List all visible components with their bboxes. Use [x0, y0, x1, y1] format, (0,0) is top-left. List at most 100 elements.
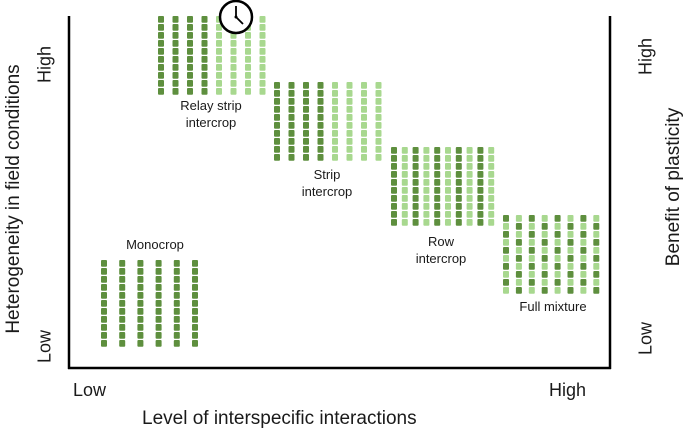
plant	[528, 223, 535, 230]
plant	[554, 215, 561, 222]
plant	[528, 279, 535, 286]
x-axis-low-label: Low	[73, 380, 107, 400]
plant	[515, 287, 522, 294]
plant	[245, 80, 251, 87]
plant	[230, 48, 237, 55]
plant	[541, 263, 548, 270]
plant	[155, 268, 162, 275]
plant	[391, 147, 397, 154]
plant	[503, 223, 509, 230]
plant	[101, 340, 107, 347]
y-left-low-label: Low	[34, 329, 55, 364]
plant	[317, 98, 324, 105]
plant	[375, 82, 382, 89]
plant	[187, 40, 193, 47]
y-right-axis-title: Benefit of plasticity	[663, 107, 684, 267]
plant	[303, 106, 309, 113]
plant	[173, 284, 180, 291]
plant	[172, 24, 179, 31]
plant	[155, 284, 162, 291]
plant	[455, 179, 462, 186]
plant	[554, 287, 561, 294]
crop-block-strip-intercrop	[274, 82, 382, 161]
plant	[445, 171, 451, 178]
plant	[541, 239, 548, 246]
plant	[158, 72, 164, 79]
plant	[466, 211, 473, 218]
plant	[303, 138, 309, 145]
plant	[173, 260, 180, 267]
plant	[515, 271, 522, 278]
plant	[391, 171, 397, 178]
plant	[361, 146, 367, 153]
plant	[375, 138, 382, 145]
plant	[361, 98, 367, 105]
plant	[288, 82, 295, 89]
crop-block-full-mixture	[503, 215, 600, 294]
plant	[201, 40, 208, 47]
plant	[528, 255, 535, 262]
plant	[488, 171, 495, 178]
plant	[477, 195, 484, 202]
plant	[259, 72, 266, 79]
plant	[580, 263, 587, 270]
plant	[259, 32, 266, 39]
plant	[119, 260, 126, 267]
plant	[401, 155, 408, 162]
plant	[580, 239, 587, 246]
plant	[303, 114, 309, 121]
plant	[303, 122, 309, 129]
plant	[245, 48, 251, 55]
plant	[172, 88, 179, 95]
label-strip-intercrop: Strip intercrop	[301, 167, 353, 199]
plant	[137, 324, 144, 331]
plant	[488, 203, 495, 210]
plant	[303, 90, 309, 97]
plant	[192, 268, 198, 275]
plant	[375, 122, 382, 129]
plant	[172, 32, 179, 39]
plant	[230, 88, 237, 95]
plant	[412, 163, 419, 170]
plant	[477, 211, 484, 218]
plant	[216, 64, 222, 71]
plant	[391, 211, 397, 218]
plant	[466, 147, 473, 154]
plant	[412, 219, 419, 226]
plant	[317, 154, 324, 161]
plant	[567, 215, 574, 222]
plant	[593, 271, 600, 278]
plant	[541, 271, 548, 278]
plant	[332, 138, 338, 145]
plant	[593, 263, 600, 270]
plant	[173, 300, 180, 307]
plant	[455, 187, 462, 194]
plant	[541, 255, 548, 262]
plant	[288, 146, 295, 153]
plant	[401, 163, 408, 170]
plant	[288, 138, 295, 145]
plant	[503, 231, 509, 238]
plant	[554, 231, 561, 238]
plant	[158, 64, 164, 71]
plant	[245, 72, 251, 79]
plant	[455, 163, 462, 170]
plant	[488, 155, 495, 162]
plant	[434, 171, 441, 178]
plant	[187, 56, 193, 63]
plant	[488, 195, 495, 202]
plant	[119, 292, 126, 299]
plant	[119, 308, 126, 315]
plant	[187, 48, 193, 55]
clock-icon	[218, 0, 254, 35]
plant	[503, 255, 509, 262]
plant	[288, 122, 295, 129]
plant	[274, 98, 280, 105]
plant	[412, 203, 419, 210]
plant	[445, 211, 451, 218]
plant	[158, 16, 164, 23]
plant	[346, 82, 353, 89]
plant	[274, 130, 280, 137]
plant	[477, 171, 484, 178]
plant	[412, 155, 419, 162]
